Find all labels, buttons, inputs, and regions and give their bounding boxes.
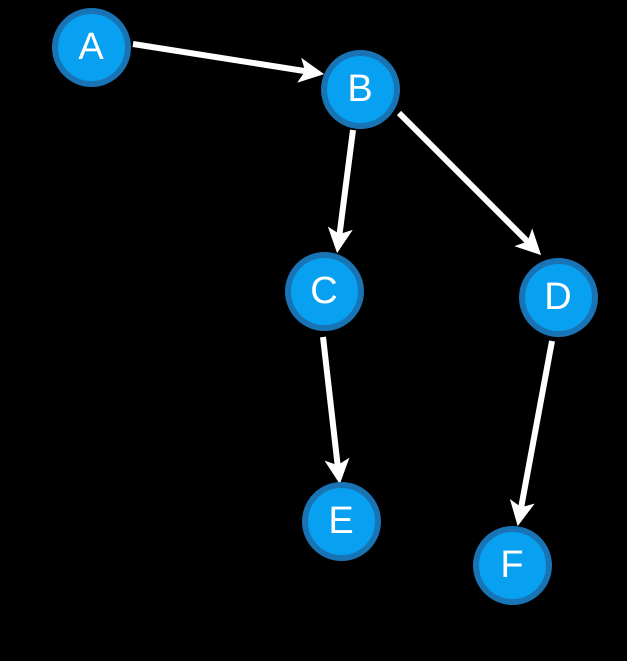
graph-node-label: D [544, 276, 572, 318]
graph-node-a[interactable]: A [51, 7, 131, 87]
graph-node-d[interactable]: D [518, 257, 598, 337]
graph-edge-a-b [132, 41, 325, 83]
graph-node-b[interactable]: B [320, 49, 400, 129]
graph-node-label: C [310, 270, 338, 312]
graph-node-label: B [347, 68, 373, 110]
graph-node-c[interactable]: C [284, 251, 364, 331]
graph-node-label: E [328, 500, 354, 542]
graph-node-e[interactable]: E [301, 481, 381, 561]
graph-edge-d-f [509, 340, 555, 527]
graph-edge-c-e [320, 336, 350, 485]
graph-edge-b-c [327, 129, 356, 254]
graph-node-label: F [500, 544, 524, 586]
graph-edge-b-d [396, 110, 542, 256]
graph-node-f[interactable]: F [472, 525, 552, 605]
graph-node-label: A [78, 26, 104, 68]
